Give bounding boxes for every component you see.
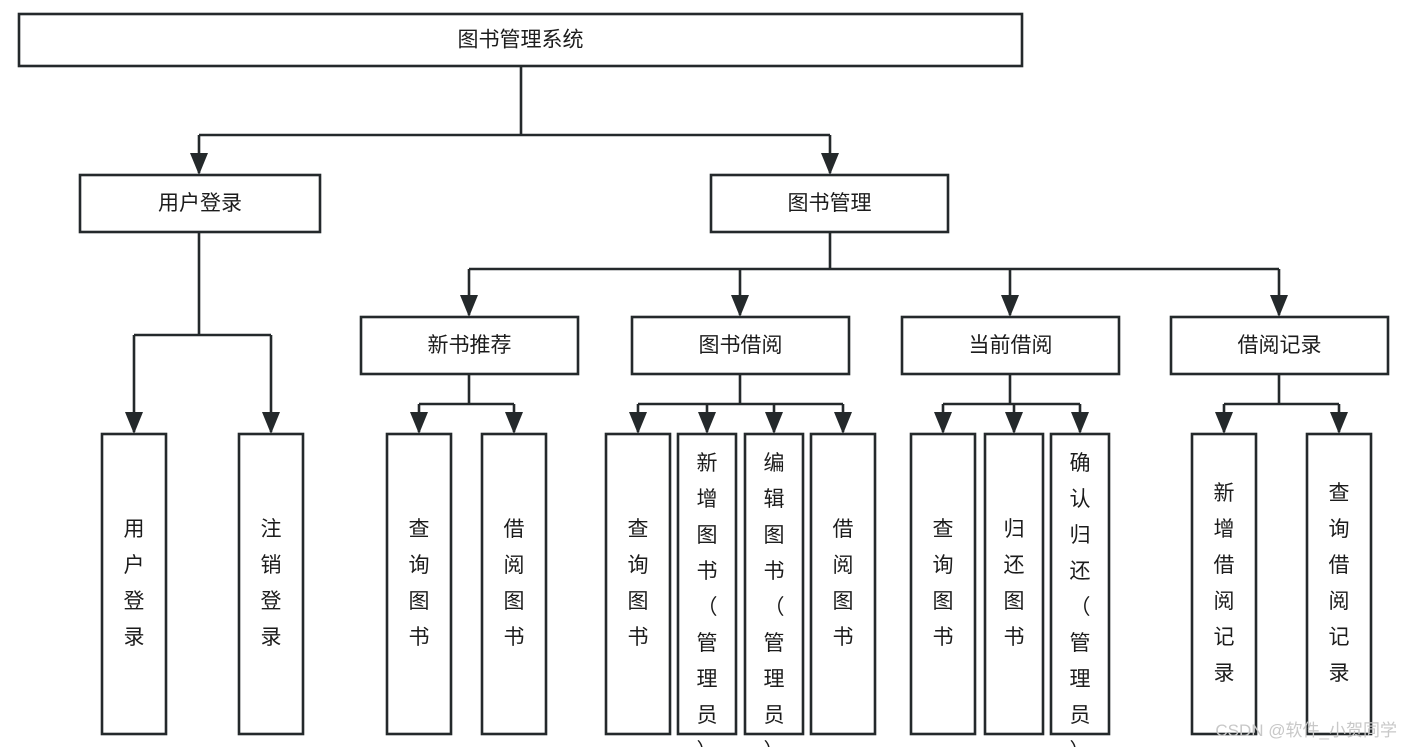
node-leaf-query-borrow-record[interactable]: 查询借阅记录	[1305, 432, 1373, 736]
arrow-head-icon	[934, 412, 952, 434]
node-label-leaf-query-book-borrow: 查询图书	[628, 518, 649, 649]
node-box-leaf-query-book-borrow[interactable]	[604, 432, 672, 736]
node-box-leaf-borrow-book-recommend[interactable]	[480, 432, 548, 736]
arrow-head-icon	[190, 153, 208, 175]
node-label-leaf-confirm-return: 确认归还（管理员）	[1070, 452, 1091, 747]
arrow-head-icon	[765, 412, 783, 434]
arrow-head-icon	[698, 412, 716, 434]
arrow-head-icon	[1270, 295, 1288, 317]
node-leaf-confirm-return[interactable]: 确认归还（管理员）	[1049, 432, 1111, 747]
node-borrow-record[interactable]: 借阅记录	[1169, 315, 1390, 376]
node-box-leaf-user-login[interactable]	[100, 432, 168, 736]
node-box-leaf-query-book-recommend[interactable]	[385, 432, 453, 736]
node-leaf-add-book[interactable]: 新增图书（管理员）	[676, 432, 738, 747]
node-label-leaf-add-borrow-record: 新增借阅记录	[1214, 482, 1235, 685]
arrow-head-icon	[1071, 412, 1089, 434]
node-label-leaf-query-borrow-record: 查询借阅记录	[1329, 482, 1350, 685]
node-label-leaf-borrow-book-recommend: 借阅图书	[504, 518, 525, 649]
arrow-head-icon	[821, 153, 839, 175]
node-label-borrow-record: 借阅记录	[1238, 334, 1322, 357]
node-leaf-user-login[interactable]: 用户登录	[100, 432, 168, 736]
node-label-new-book-recommend: 新书推荐	[428, 334, 512, 357]
node-box-borrow-record[interactable]	[1169, 315, 1390, 376]
node-new-book-recommend[interactable]: 新书推荐	[359, 315, 580, 376]
node-leaf-logout[interactable]: 注销登录	[237, 432, 305, 736]
node-label-leaf-return-book: 归还图书	[1004, 518, 1025, 649]
node-box-new-book-recommend[interactable]	[359, 315, 580, 376]
edge-group-book-borrow-children	[629, 374, 852, 434]
node-leaf-query-book-recommend[interactable]: 查询图书	[385, 432, 453, 736]
node-current-borrow[interactable]: 当前借阅	[900, 315, 1121, 376]
node-label-leaf-borrow-book: 借阅图书	[833, 518, 854, 649]
node-label-leaf-query-book-recommend: 查询图书	[409, 518, 430, 649]
node-label-leaf-logout: 注销登录	[261, 518, 282, 649]
node-box-leaf-logout[interactable]	[237, 432, 305, 736]
node-box-current-borrow[interactable]	[900, 315, 1121, 376]
arrow-head-icon	[834, 412, 852, 434]
node-label-user-login: 用户登录	[158, 192, 242, 215]
edges-layer	[125, 66, 1348, 434]
arrow-head-icon	[1005, 412, 1023, 434]
node-box-user-login[interactable]	[78, 173, 322, 234]
arrow-head-icon	[1330, 412, 1348, 434]
edge-group-new-book-recommend-children	[410, 374, 523, 434]
node-leaf-query-book-borrow[interactable]: 查询图书	[604, 432, 672, 736]
node-book-borrow[interactable]: 图书借阅	[630, 315, 851, 376]
arrow-head-icon	[1001, 295, 1019, 317]
nodes-layer: 图书管理系统用户登录图书管理新书推荐图书借阅当前借阅借阅记录用户登录注销登录查询…	[17, 12, 1390, 747]
edge-group-current-borrow-children	[934, 374, 1089, 434]
csdn-watermark: CSDN @软件_小贺同学	[1215, 721, 1397, 740]
node-root[interactable]: 图书管理系统	[17, 12, 1024, 68]
edge-group-book-manage-children	[460, 232, 1288, 317]
node-box-leaf-query-book-current[interactable]	[909, 432, 977, 736]
arrow-head-icon	[410, 412, 428, 434]
arrow-head-icon	[125, 412, 143, 434]
node-label-book-borrow: 图书借阅	[699, 334, 783, 357]
node-label-leaf-edit-book: 编辑图书（管理员）	[764, 452, 785, 747]
edge-group-root-children	[190, 66, 839, 175]
arrow-head-icon	[629, 412, 647, 434]
node-box-book-borrow[interactable]	[630, 315, 851, 376]
node-box-leaf-add-book[interactable]	[676, 432, 738, 736]
node-label-book-manage: 图书管理	[788, 192, 872, 215]
node-label-current-borrow: 当前借阅	[969, 334, 1053, 357]
node-box-leaf-borrow-book[interactable]	[809, 432, 877, 736]
node-box-leaf-confirm-return[interactable]	[1049, 432, 1111, 736]
node-label-leaf-query-book-current: 查询图书	[933, 518, 954, 649]
node-box-leaf-add-borrow-record[interactable]	[1190, 432, 1258, 736]
node-leaf-return-book[interactable]: 归还图书	[983, 432, 1045, 736]
arrow-head-icon	[262, 412, 280, 434]
node-leaf-borrow-book-recommend[interactable]: 借阅图书	[480, 432, 548, 736]
arrow-head-icon	[505, 412, 523, 434]
edge-group-borrow-record-children	[1215, 374, 1348, 434]
node-leaf-query-book-current[interactable]: 查询图书	[909, 432, 977, 736]
node-box-book-manage[interactable]	[709, 173, 950, 234]
edge-group-user-login-children	[125, 232, 280, 434]
arrow-head-icon	[460, 295, 478, 317]
node-label-root: 图书管理系统	[458, 29, 584, 52]
node-book-manage[interactable]: 图书管理	[709, 173, 950, 234]
node-leaf-borrow-book[interactable]: 借阅图书	[809, 432, 877, 736]
node-box-leaf-edit-book[interactable]	[743, 432, 805, 736]
node-leaf-edit-book[interactable]: 编辑图书（管理员）	[743, 432, 805, 747]
node-box-leaf-return-book[interactable]	[983, 432, 1045, 736]
node-leaf-add-borrow-record[interactable]: 新增借阅记录	[1190, 432, 1258, 736]
node-label-leaf-user-login: 用户登录	[124, 518, 145, 649]
node-box-root[interactable]	[17, 12, 1024, 68]
node-box-leaf-query-borrow-record[interactable]	[1305, 432, 1373, 736]
node-label-leaf-add-book: 新增图书（管理员）	[697, 452, 718, 747]
arrow-head-icon	[1215, 412, 1233, 434]
arrow-head-icon	[731, 295, 749, 317]
node-user-login[interactable]: 用户登录	[78, 173, 322, 234]
